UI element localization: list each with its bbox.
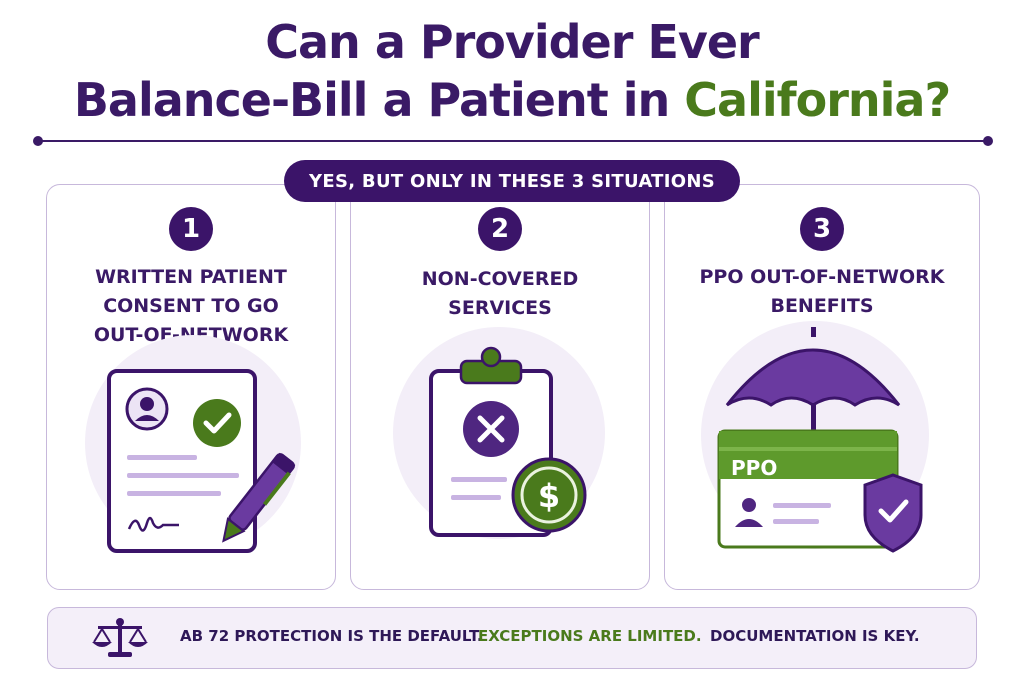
situation-number-3: 3: [800, 207, 844, 251]
page-title-line-2: Balance-Bill a Patient in California?: [0, 72, 1024, 128]
page-title-highlight: California?: [684, 73, 951, 127]
divider-dot-left: [33, 136, 43, 146]
footer-bar: AB 72 PROTECTION IS THE DEFAULT. EXCEPTI…: [47, 607, 977, 669]
ppo-card-label: PPO: [731, 456, 777, 480]
situation-card-3: 3 PPO OUT-OF-NETWORK BENEFITS PPO: [664, 184, 980, 590]
divider-dot-right: [983, 136, 993, 146]
footer-statement-default: AB 72 PROTECTION IS THE DEFAULT.: [180, 627, 483, 645]
clipboard-x-dollar-icon: $: [393, 327, 605, 539]
situation-title-3-line: PPO OUT-OF-NETWORK: [699, 266, 945, 288]
situation-title-2-line: NON-COVERED: [421, 268, 579, 290]
situation-title-1-line: CONSENT TO GO: [103, 295, 279, 317]
scales-of-justice-icon: [92, 618, 148, 657]
situation-title-2-line: SERVICES: [448, 297, 552, 319]
svg-text:$: $: [538, 477, 560, 515]
situation-title-2: NON-COVERED SERVICES: [351, 265, 649, 323]
ppo-card-umbrella-shield-icon: PPO: [701, 321, 929, 553]
situation-title-3-line: BENEFITS: [770, 295, 874, 317]
footer-statement-documentation: DOCUMENTATION IS KEY.: [710, 627, 920, 645]
situation-card-2: 2 NON-COVERED SERVICES $: [350, 184, 650, 590]
situation-card-1: 1 WRITTEN PATIENT CONSENT TO GO OUT-OF-N…: [46, 184, 336, 590]
situation-title-1-line: WRITTEN PATIENT: [95, 266, 287, 288]
page-title-line-1: Can a Provider Ever: [265, 15, 760, 69]
situation-title-1-line: OUT-OF-NETWORK: [93, 324, 289, 346]
title-divider: [38, 140, 988, 142]
situations-banner: YES, BUT ONLY IN THESE 3 SITUATIONS: [284, 160, 740, 202]
situation-number-1: 1: [169, 207, 213, 251]
situation-title-1: WRITTEN PATIENT CONSENT TO GO OUT-OF-NET…: [47, 263, 335, 350]
page-title-prefix: Balance-Bill a Patient in: [73, 73, 685, 127]
signed-consent-form-icon: [85, 335, 301, 553]
situation-title-3: PPO OUT-OF-NETWORK BENEFITS: [665, 263, 979, 321]
footer-statement-exceptions: EXCEPTIONS ARE LIMITED.: [478, 627, 702, 645]
situation-number-2: 2: [478, 207, 522, 251]
